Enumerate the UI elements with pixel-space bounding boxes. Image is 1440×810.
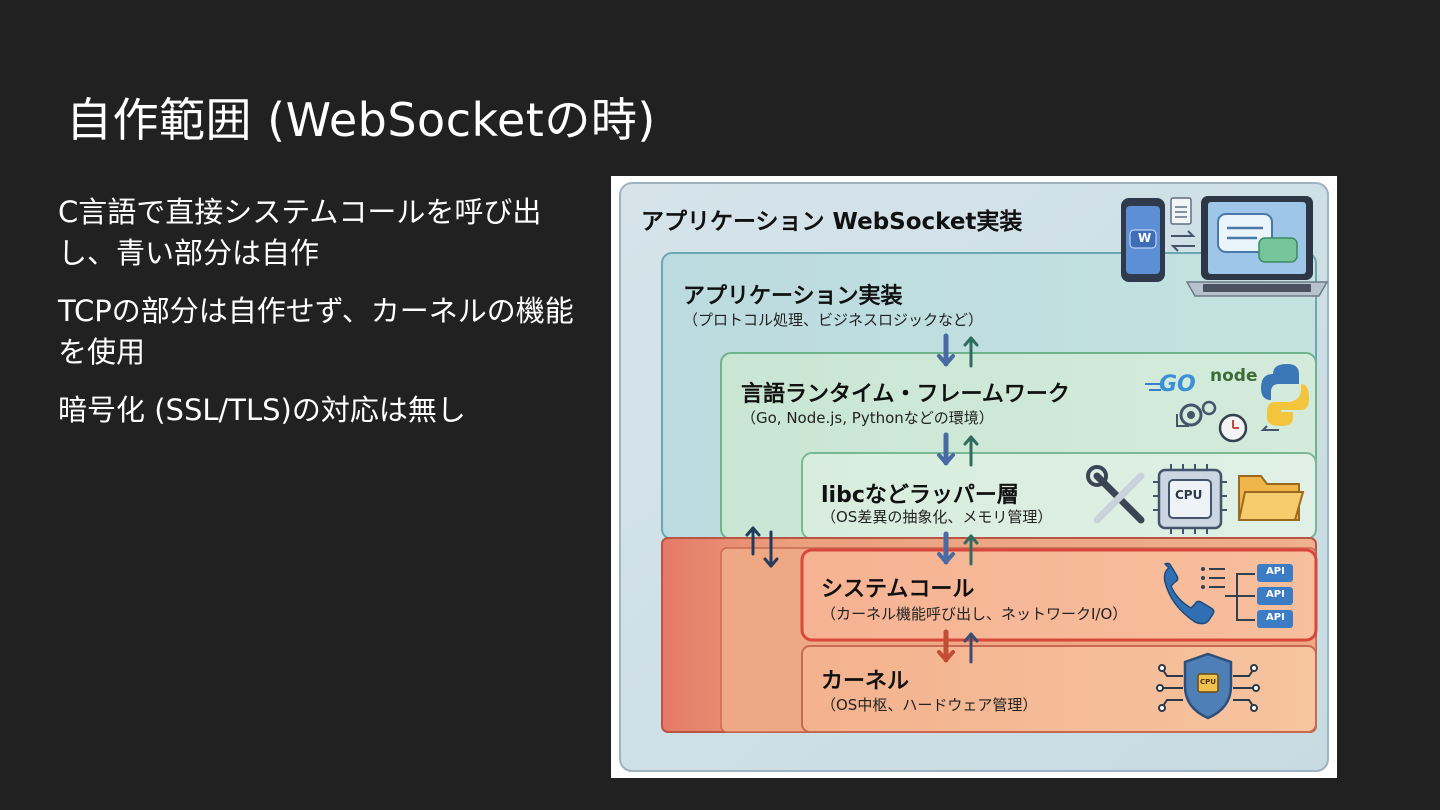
layer-syscall [800,548,1318,642]
boundary-arrow [745,526,779,568]
layer-title: システムコール [821,577,975,602]
bullet-list: C言語で直接システムコールを呼び出し、青い部分は自作 TCPの部分は自作せず、カ… [58,192,588,448]
arrow-pair [937,629,979,664]
devices-icon [1121,196,1329,297]
arrow-pair [937,333,979,368]
layer-arrows [745,333,979,664]
layer-subtitle: （カーネル機能呼び出し、ネットワークI/O） [821,605,1128,623]
api-badge-icon: API [1266,589,1285,600]
bullet-item: C言語で直接システムコールを呼び出し、青い部分は自作 [58,195,542,270]
api-badge-icon: API [1266,566,1285,577]
runtime-icons [1145,364,1309,443]
slide-title: 自作範囲 (WebSocketの時) [66,93,656,147]
layer-title: 言語ランタイム・フレームワーク [741,382,1070,407]
layer-title: カーネル [821,669,910,694]
arrow-pair [937,531,979,566]
bullet-item: TCPの部分は自作せず、カーネルの機能を使用 [58,294,574,369]
layer-subtitle: （プロトコル処理、ビジネスロジックなど） [683,311,984,329]
diagram-graphics [619,182,1329,772]
kernel-cpu-icon: CPU [1200,678,1216,686]
kernel-icon [1156,652,1260,720]
diagram-outer-title: アプリケーション WebSocket実装 [641,209,1023,235]
libc-icons [1086,464,1305,534]
arrow-pair [937,432,979,467]
go-logo-icon: GO [1159,372,1196,397]
layer-subtitle: （Go, Node.js, Pythonなどの環境） [741,409,994,427]
layer-title: アプリケーション実装 [683,284,903,309]
syscall-icons [1163,562,1293,628]
architecture-diagram: アプリケーション WebSocket実装 アプリケーション実装 （プロトコル処理… [611,176,1337,778]
cpu-chip-icon: CPU [1175,488,1203,502]
layer-subtitle: （OS差異の抽象化、メモリ管理） [821,508,1053,526]
bullet-item: 暗号化 (SSL/TLS)の対応は無し [58,393,466,427]
websocket-app-icon: W [1138,231,1152,245]
api-badge-icon: API [1266,612,1285,623]
node-logo-icon: node [1210,366,1258,386]
layer-subtitle: （OS中枢、ハードウェア管理） [821,696,1038,714]
layer-title: libcなどラッパー層 [821,483,1019,508]
